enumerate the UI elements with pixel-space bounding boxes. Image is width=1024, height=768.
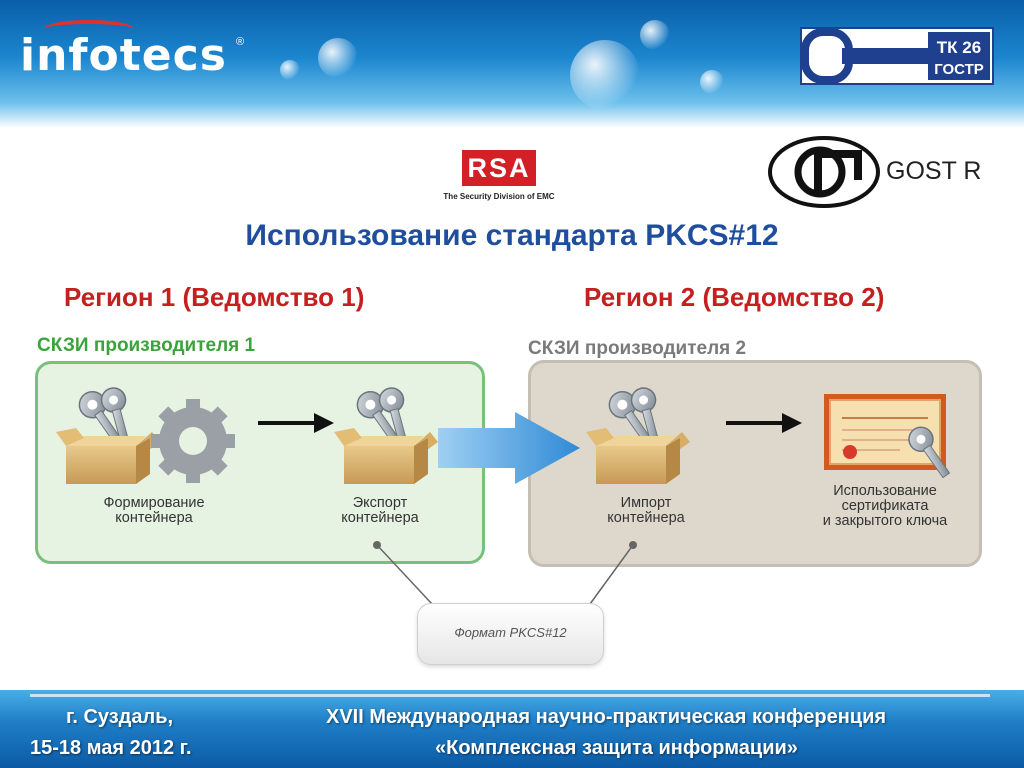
connector-line-2 <box>589 544 634 605</box>
keys-box-icon-1 <box>55 384 161 485</box>
rsa-logo: RSA The Security Division of EMC <box>423 146 575 210</box>
gear-icon <box>151 399 235 483</box>
tk26-line1: ТК 26 <box>937 38 981 57</box>
pkcs12-format-label: Формат PKCS#12 <box>454 625 567 640</box>
tk26-line2: ГОСТР <box>934 61 984 78</box>
connector-line-1 <box>376 544 433 605</box>
registered-mark: ® <box>236 36 245 48</box>
certificate-icon <box>824 394 951 479</box>
pkcs12-format-bubble: Формат PKCS#12 <box>417 603 604 665</box>
footer-conference-line1: XVII Международная научно-практическая к… <box>326 706 887 728</box>
arrow-right-icon-2 <box>726 413 802 433</box>
rsa-subtitle: The Security Division of EMC <box>443 192 555 201</box>
gost-r-logo: GOST R <box>768 136 1004 208</box>
rst-emblem-icon <box>768 136 880 208</box>
keys-box-icon-2 <box>333 384 439 485</box>
box1-label: СКЗИ производителя 1 <box>37 335 256 356</box>
footer-divider <box>30 694 990 697</box>
logo-swoosh <box>44 20 134 38</box>
region2-label: Регион 2 (Ведомство 2) <box>584 282 885 312</box>
footer-city: г. Суздаль, <box>66 706 174 728</box>
arrow-right-icon-1 <box>258 413 334 433</box>
transfer-arrow-icon <box>438 412 580 484</box>
infotecs-logo: infotecs <box>20 30 227 81</box>
rsa-logo-text: RSA <box>462 150 536 186</box>
box2-label: СКЗИ производителя 2 <box>528 338 747 359</box>
slide-title: Использование стандарта PKCS#12 <box>245 219 779 252</box>
footer-conference-line2: «Комплексная защита информации» <box>435 737 798 759</box>
keys-box-icon-3 <box>585 384 691 485</box>
footer-band <box>0 690 1024 768</box>
footer-dates: 15-18 мая 2012 г. <box>30 737 192 759</box>
gost-r-text: GOST R <box>886 157 982 185</box>
region1-label: Регион 1 (Ведомство 1) <box>64 282 365 312</box>
tk26-logo: ТК 26 ГОСТР <box>800 27 994 85</box>
